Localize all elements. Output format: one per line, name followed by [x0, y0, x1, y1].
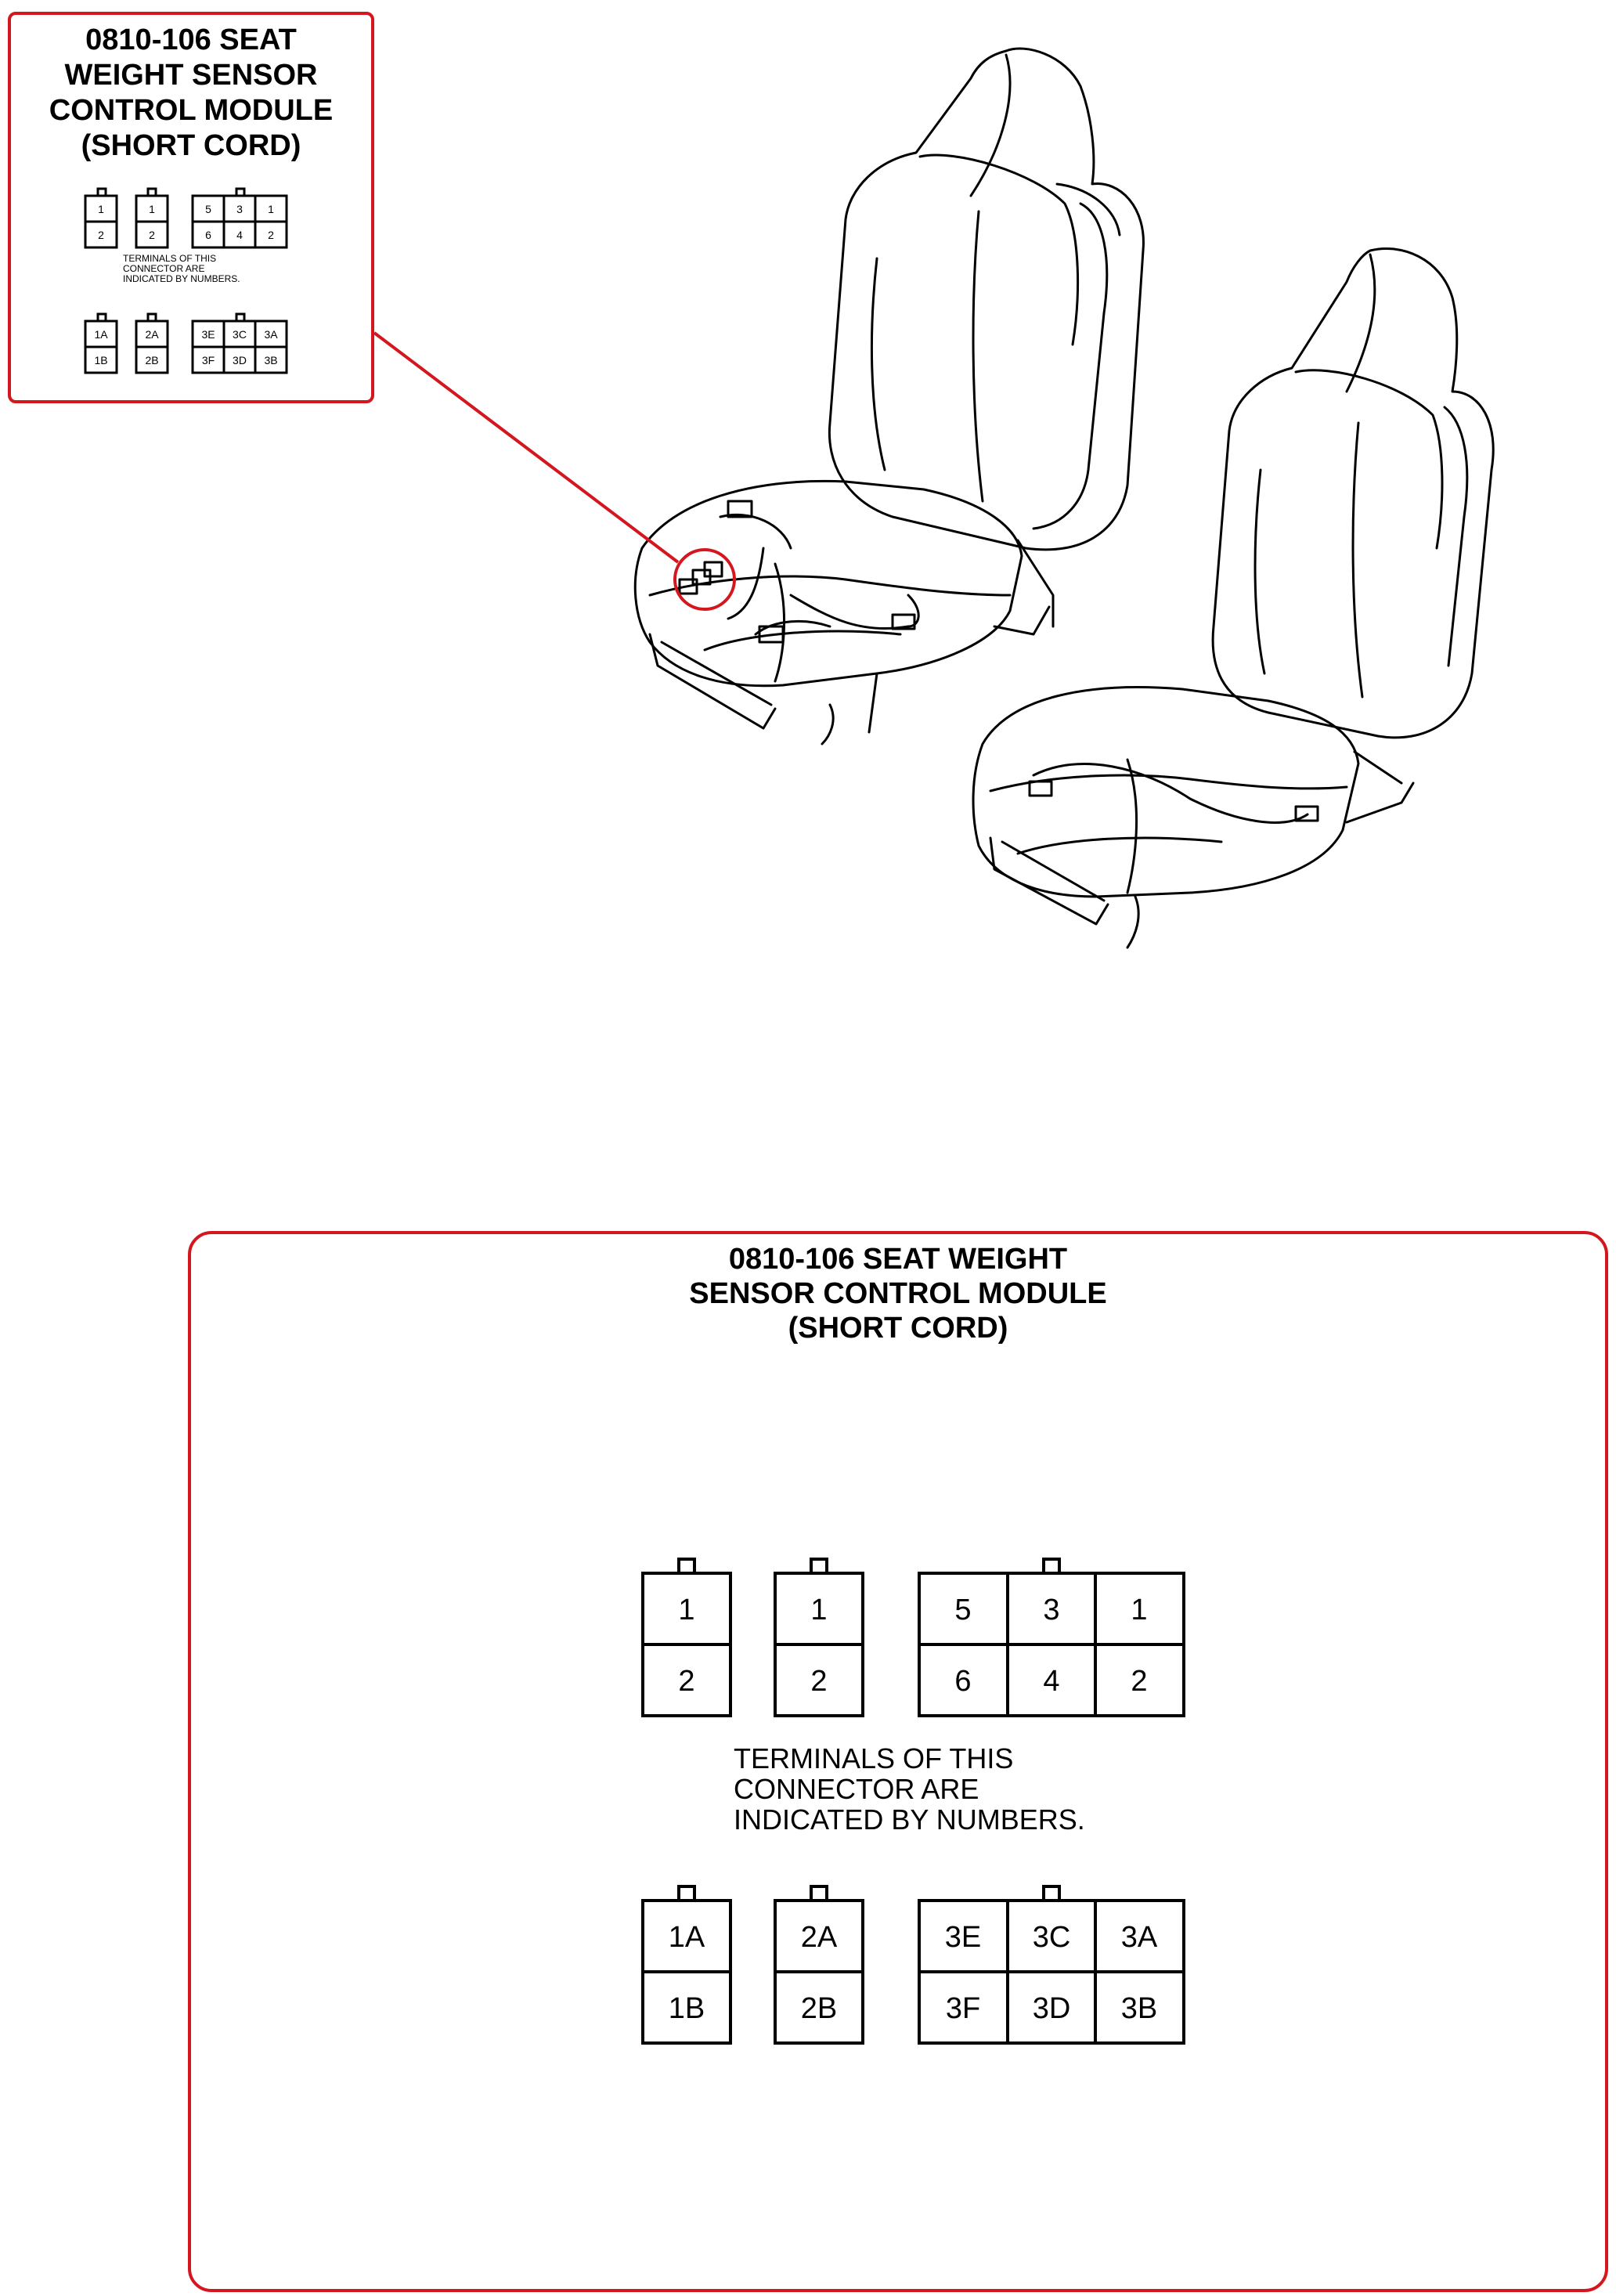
small-terminal: 2B: [145, 354, 158, 366]
terminal-label: 5: [954, 1594, 971, 1626]
terminal-label: 1A: [669, 1921, 705, 1954]
terminal-label: 1: [1131, 1594, 1147, 1626]
terminal-label: 2: [1131, 1665, 1147, 1698]
small-terminal: 3C: [233, 328, 247, 341]
terminal-label: 3B: [1121, 1992, 1157, 2025]
small-terminal: 1B: [94, 354, 107, 366]
small-terminal: 5: [205, 203, 211, 215]
terminal-label: 2B: [801, 1992, 837, 2025]
terminal-label: 2: [810, 1665, 827, 1698]
terminal-label: 2A: [801, 1921, 838, 1954]
small-terminal: 3: [236, 203, 243, 215]
terminal-label: 1: [678, 1594, 694, 1626]
left-seat-backrest: [828, 47, 1145, 551]
small-terminal: 3E: [201, 328, 215, 341]
terminal-label: 1: [810, 1594, 827, 1626]
small-callout-box: 0810-106 SEAT WEIGHT SENSOR CONTROL MODU…: [8, 12, 374, 403]
small-terminal: 1: [268, 203, 274, 215]
terminal-label: 3E: [945, 1921, 981, 1954]
small-terminal: 1A: [94, 328, 108, 341]
large-callout-title: 0810-106 SEAT WEIGHT SENSOR CONTROL MODU…: [689, 1243, 1107, 1345]
terminal-label: 1B: [669, 1992, 705, 2025]
terminal-label: 3A: [1121, 1921, 1158, 1954]
terminal-label: 3C: [1033, 1921, 1071, 1954]
small-terminal: 3F: [202, 354, 215, 366]
seat-illustration: [373, 47, 1495, 949]
terminal-label: 2: [678, 1665, 694, 1698]
terminal-label: 3D: [1033, 1992, 1071, 2025]
large-callout-box: 0810-106 SEAT WEIGHT SENSOR CONTROL MODU…: [188, 1231, 1608, 2292]
small-terminal: 3D: [233, 354, 247, 366]
large-connector-diagram: 1 2 1 2 5 3 1 6 4 2 1A 1B 2A 2B 3E 3C 3A…: [641, 1558, 1185, 2045]
small-terminal: 1: [98, 203, 104, 215]
terminal-label: 4: [1043, 1665, 1059, 1698]
small-terminal: 6: [205, 229, 211, 241]
right-seat-backrest: [1211, 247, 1495, 739]
right-seat-cushion: [972, 686, 1360, 898]
terminal-label: 3F: [946, 1992, 980, 2025]
small-terminal: 1: [149, 203, 155, 215]
small-terminal: 4: [236, 229, 243, 241]
small-terminal: 2: [98, 229, 104, 241]
small-connector-diagram: 1 2 1 2 5 3 1 6 4 2 1A 1B 2A 2B 3E 3C 3A…: [84, 187, 288, 374]
small-terminal: 3B: [264, 354, 277, 366]
terminal-label: 3: [1043, 1594, 1059, 1626]
small-terminal: 2: [268, 229, 274, 241]
small-terminal: 2A: [145, 328, 159, 341]
large-callout-note: TERMINALS OF THIS CONNECTOR ARE INDICATE…: [734, 1742, 1085, 1836]
left-seat-cushion: [633, 479, 1023, 688]
small-terminal: 2: [149, 229, 155, 241]
small-callout-title: 0810-106 SEAT WEIGHT SENSOR CONTROL MODU…: [49, 23, 334, 162]
small-terminal: 3A: [264, 328, 278, 341]
terminal-label: 6: [954, 1665, 971, 1698]
small-callout-note: TERMINALS OF THIS CONNECTOR ARE INDICATE…: [123, 253, 240, 284]
